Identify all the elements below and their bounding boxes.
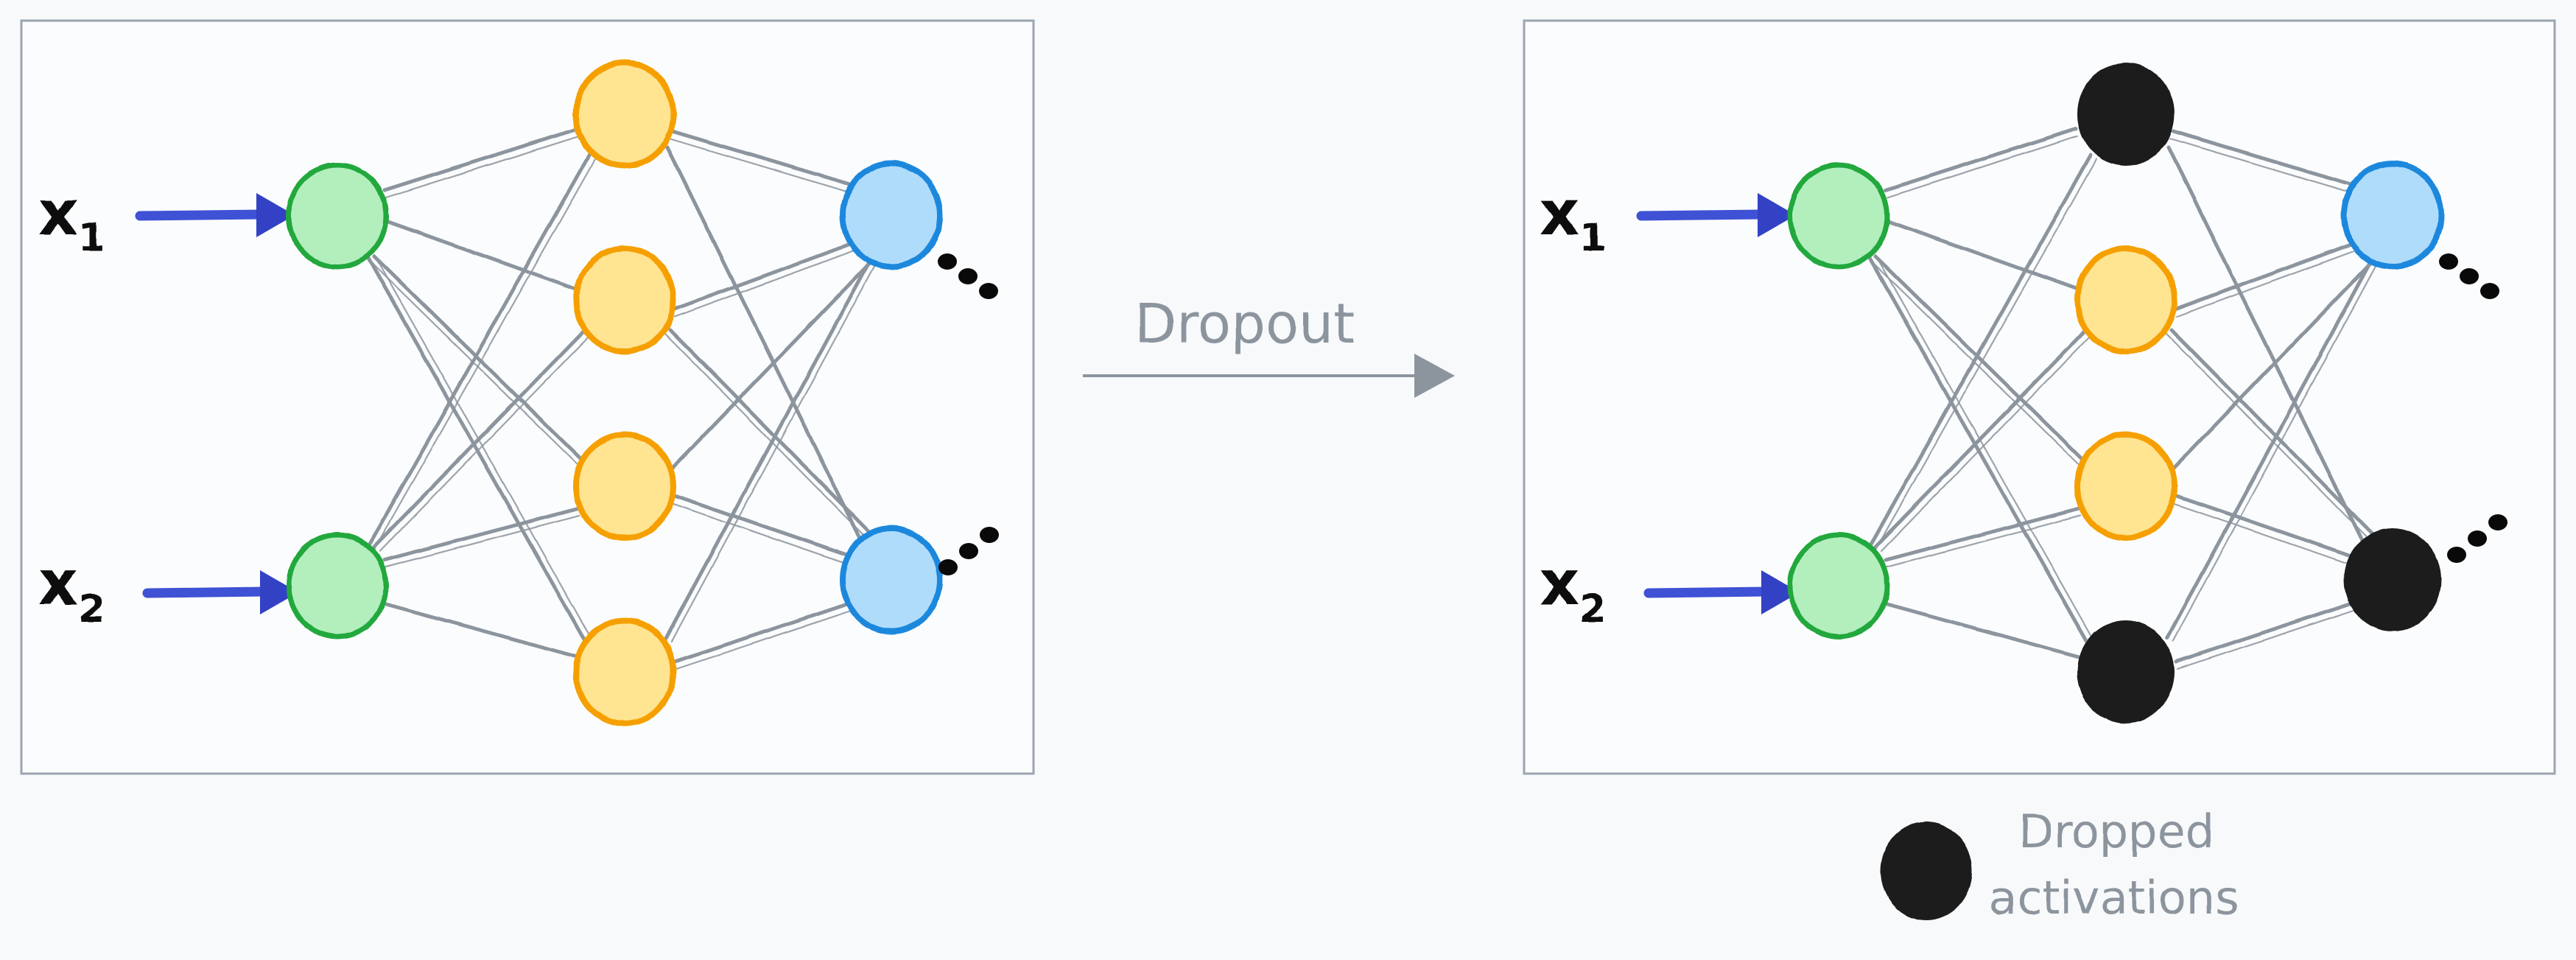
node-input-2-after[interactable] — [1787, 532, 1890, 640]
node-hidden-1-before[interactable] — [573, 60, 676, 169]
legend-label-line-1: Dropped — [2018, 805, 2214, 858]
node-input-1-before[interactable] — [286, 162, 389, 270]
node-hidden-3-before[interactable] — [573, 432, 676, 541]
ellipsis-output-1-after — [2439, 253, 2499, 299]
transition-label: Dropout — [1134, 292, 1355, 356]
edges-hidden-output-before — [663, 129, 878, 670]
input-label-x1-after: x1 — [1540, 177, 1606, 260]
node-hidden-3-after[interactable] — [2074, 432, 2177, 541]
dropout-transition: Dropout — [1083, 292, 1455, 398]
input-label-x2-before: x2 — [38, 547, 105, 631]
transition-arrow-head — [1414, 354, 1455, 398]
node-hidden-2-before[interactable] — [573, 245, 676, 354]
input-arrow-x1-after — [1636, 193, 1796, 237]
node-output-1-before[interactable] — [840, 161, 943, 270]
input-arrow-x2-after — [1643, 570, 1800, 614]
node-output-1-after[interactable] — [2341, 161, 2444, 270]
edges-hidden-output-after — [2164, 129, 2379, 670]
node-output-2-before[interactable] — [840, 525, 943, 634]
node-hidden-4-before[interactable] — [573, 617, 676, 726]
node-output-2-after-dropped[interactable] — [2344, 528, 2441, 631]
input-label-x2-after: x2 — [1540, 547, 1606, 631]
node-hidden-2-after[interactable] — [2074, 245, 2177, 354]
legend-swatch-dropped-icon — [1881, 821, 1972, 920]
edges-input-hidden-after — [1867, 127, 2098, 659]
edges-input-hidden-before — [366, 127, 597, 659]
ellipsis-output-1-before — [938, 253, 998, 299]
network-after-dropout: x1 x2 — [1523, 19, 2556, 775]
node-input-1-after[interactable] — [1787, 162, 1890, 270]
legend-label-line-2: activations — [1989, 871, 2239, 925]
input-label-x1-before: x1 — [38, 177, 105, 260]
ellipsis-output-2-after — [2447, 514, 2507, 563]
input-arrow-x2-before — [142, 570, 298, 614]
node-hidden-4-after-dropped[interactable] — [2077, 620, 2175, 723]
input-arrow-x1-before — [135, 193, 295, 237]
panel-frame-after — [1523, 19, 2556, 775]
panel-frame-before — [20, 19, 1035, 775]
legend: Dropped activations — [1881, 805, 2239, 925]
node-input-2-before[interactable] — [286, 532, 389, 640]
ellipsis-output-2-before — [938, 527, 999, 575]
network-before-dropout: x1 x2 — [20, 19, 1035, 775]
node-hidden-1-after-dropped[interactable] — [2077, 63, 2175, 166]
